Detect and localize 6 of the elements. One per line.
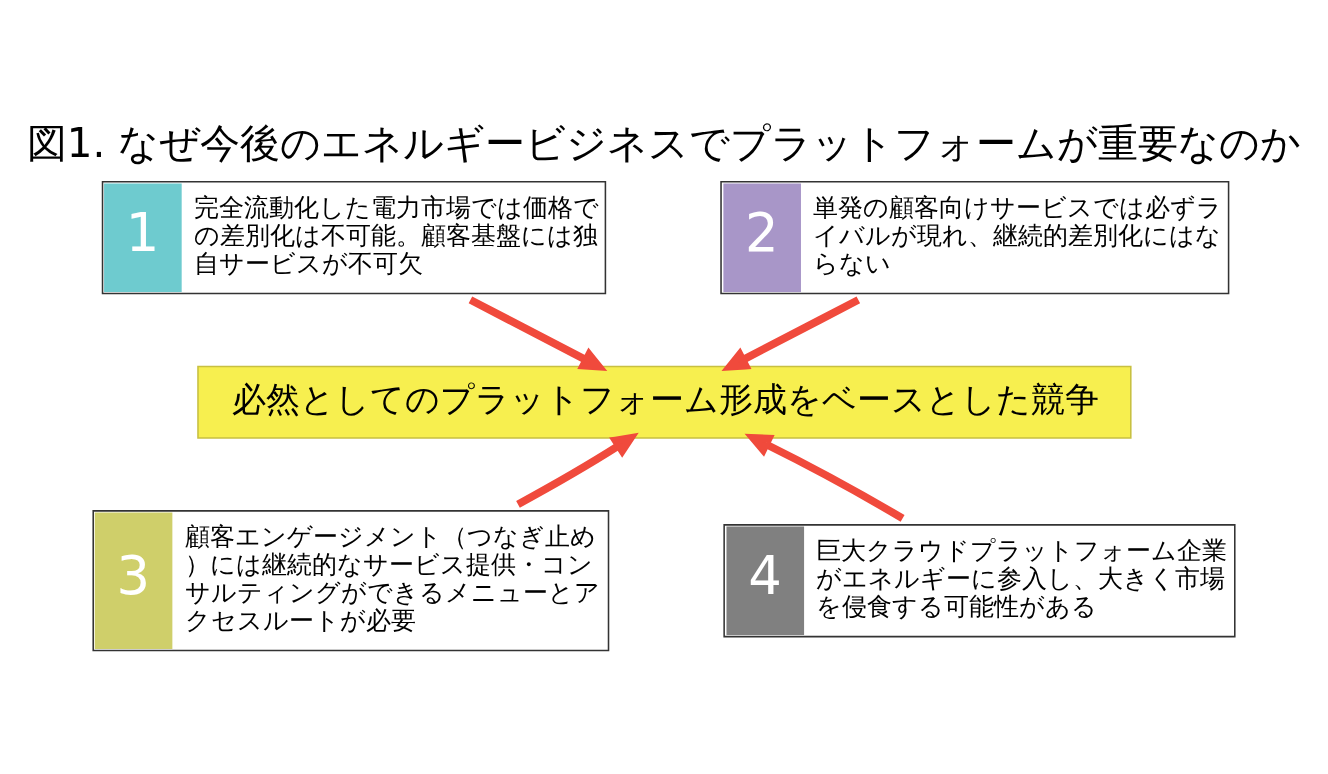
diagram-title: 図1. なぜ今後のエネルギービジネスでプラットフォームが重要なのか [26,119,1302,167]
arrow [744,433,905,522]
arrow [468,295,608,371]
arrow [516,432,639,508]
node-box: 必然としてのプラットフォーム形成をベースとした競争 [197,365,1132,439]
arrow [721,295,861,371]
